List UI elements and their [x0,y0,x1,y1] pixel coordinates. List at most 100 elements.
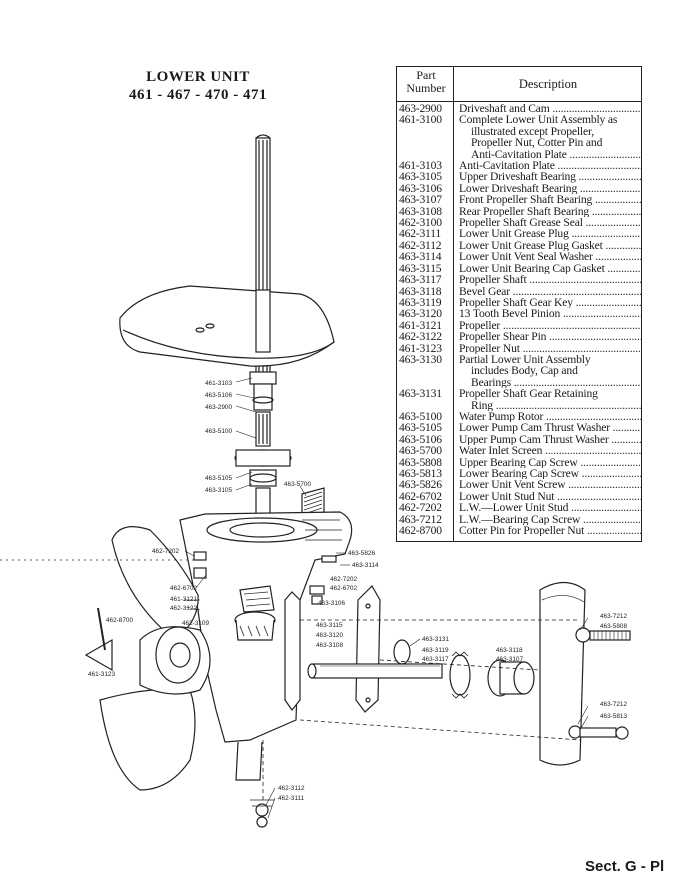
callout-463-3131: 463-3131 [422,636,449,643]
part-description: Lower Unit Grease Plug Gasket [455,240,641,251]
part-number: 462-6702 [399,489,442,503]
retaining-ring-part [393,639,411,665]
pinion-gear-part [234,611,276,641]
callout-463-5808: 463-5808 [600,623,627,630]
part-description: Propeller Shaft Gear Key [455,297,641,308]
part-number: 463-3114 [399,250,442,264]
parts-table-row: 462-6702 Lower Unit Stud Nut [397,489,641,503]
leader-lines [184,377,589,819]
bearing-cap-plate-part [355,585,381,713]
callout-463-5105: 463-5105 [205,475,232,482]
callout-462-6702-right: 462-6702 [330,585,357,592]
upper-bearing-cap-screw-part [575,627,631,643]
part-description-line: includes Body, Cap and [471,364,578,378]
part-number: 463-7212 [399,512,442,526]
callout-labels: 461-3103 463-5106 463-2900 463-5100 463-… [88,380,627,802]
part-description-line: Lower Driveshaft Bearing [459,183,639,194]
part-number: 463-5105 [399,421,442,435]
part-description-line: Lower Unit Stud Nut [459,491,639,502]
part-description-line: Propeller Shear Pin [459,331,639,342]
parts-table-row: 463-5105 Lower Pump Cam Thrust Washer [397,421,641,435]
part-description-line: Propeller Nut [459,343,639,354]
part-description: Lower Bearing Cap Screw [455,468,641,479]
bearing-cap-gasket-part [284,591,301,712]
part-description-line: Propeller Nut, Cotter Pin and [471,136,603,150]
part-description: Cotter Pin for Propeller Nut [455,525,641,536]
callout-463-5813: 463-5813 [600,713,627,720]
part-description-line: Propeller Shaft Gear Key [459,297,639,308]
part-description-line: Driveshaft and Cam [459,103,639,114]
part-description: Lower Unit Vent Screw [455,479,641,490]
part-description-line: Propeller Shaft Grease Seal [459,217,639,228]
part-description: Upper Driveshaft Bearing [455,171,641,182]
part-description: Lower Unit Bearing Cap Gasket [455,263,641,274]
part-description-line: Water Pump Rotor [459,411,639,422]
part-number: 463-3105 [399,170,442,184]
callout-462-3112: 462-3112 [278,785,305,792]
part-description: Lower Unit Stud Nut [455,491,641,502]
callout-462-6702-left: 462-6702 [170,585,197,592]
callout-461-3103: 461-3103 [205,380,232,387]
part-description: Propeller Nut [455,343,641,354]
assembly-guide-lines [0,559,581,800]
callout-461-3121: 461-3121 [170,596,197,603]
part-description-line: Partial Lower Unit Assembly [459,353,591,366]
part-description-line: 13 Tooth Bevel Pinion [459,308,639,319]
parts-table-row: 463-3114 Lower Unit Vent Seal Washer [397,250,641,264]
part-description-line: Ring [459,399,639,411]
part-number: 463-3115 [399,261,442,275]
header-part-number: Part Number [397,69,455,95]
propeller-shaft-part [307,663,443,679]
part-number: 463-5700 [399,444,442,458]
part-description-line: Upper Driveshaft Bearing [459,171,639,182]
part-number: 462-7202 [399,501,442,515]
part-description: Anti-Cavitation Plate [455,160,641,171]
callout-462-7202-right: 462-7202 [330,576,357,583]
part-description: Upper Pump Cam Thrust Washer [455,434,641,445]
part-description: Lower Pump Cam Thrust Washer [455,422,641,433]
parts-table-row: 462-3122 Propeller Shear Pin [397,330,641,344]
callout-463-2900: 463-2900 [205,404,232,411]
header-description: Description [518,77,578,91]
header-part-line-1: Part [416,68,436,82]
part-description-line: Anti-Cavitation Plate [459,148,639,160]
part-description-line: Upper Bearing Cap Screw [459,457,639,468]
part-description-line: Cotter Pin for Propeller Nut [459,525,639,536]
part-description: Water Pump Rotor [455,411,641,422]
title-line-2: 461 - 467 - 470 - 471 [129,87,267,103]
part-description-line: Lower Pump Cam Thrust Washer [459,422,639,433]
part-number: 463-3118 [399,284,442,298]
part-description: Propeller [455,320,641,331]
callout-463-3118: 463-3118 [496,647,523,654]
part-description: Propeller Shear Pin [455,331,641,342]
section-footer: Sect. G - Pl [585,858,665,875]
callout-463-3115: 463-3115 [316,622,343,629]
parts-table-header: Part Number Description [397,67,641,102]
part-description-line: Complete Lower Unit Assembly as [459,114,618,127]
parts-table-row: 463-3115 Lower Unit Bearing Cap Gasket [397,261,641,275]
callout-463-5100: 463-5100 [205,428,232,435]
callout-463-5106: 463-5106 [205,392,232,399]
callout-462-3111: 462-3111 [278,795,305,802]
part-number: 461-3100 [399,113,442,127]
callout-462-7202-left: 462-7202 [152,548,179,555]
part-number: 463-3107 [399,193,442,207]
part-number: 461-3121 [399,318,442,332]
part-number: 462-3122 [399,330,442,344]
part-description: Lower Unit Vent Seal Washer [455,251,641,262]
part-description-line: Bevel Gear [459,286,639,297]
